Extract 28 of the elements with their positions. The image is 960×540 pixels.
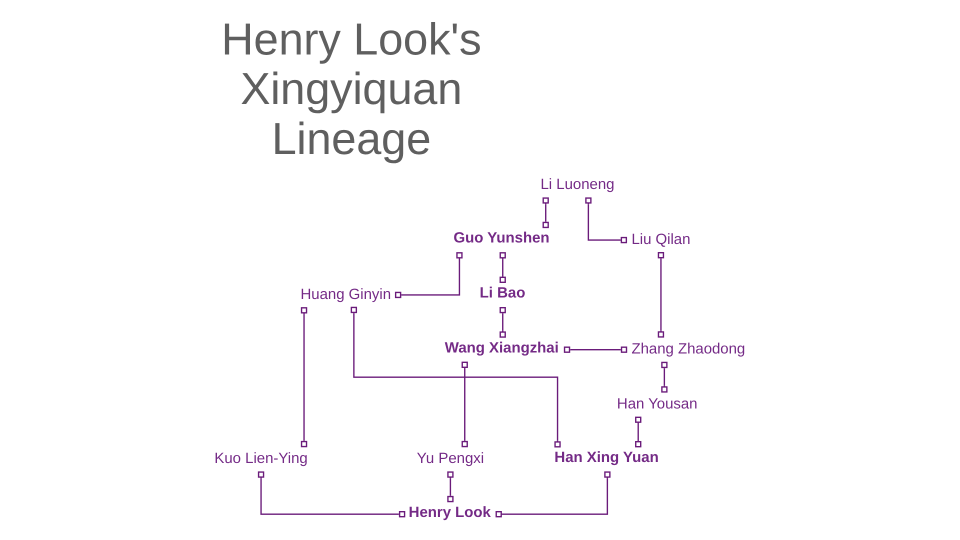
node-text: Liu Qilan: [631, 230, 690, 248]
node-text: Henry Look: [408, 504, 491, 521]
connector: [542, 197, 549, 228]
node-text: Huang Ginyin: [300, 286, 392, 303]
connector: [258, 471, 406, 518]
connector: [585, 197, 628, 244]
node-text: Zhang Zhaodong: [631, 340, 746, 358]
connector: [300, 307, 308, 448]
node-text: Han Yousan: [616, 395, 698, 412]
connector: [496, 471, 611, 518]
connector: [500, 252, 506, 283]
node-text: Guo Yunshen: [454, 230, 550, 247]
connector: [350, 306, 561, 448]
node-text: Wang Xiangzhai: [444, 339, 559, 356]
connector: [658, 252, 664, 338]
connector: [661, 362, 668, 393]
connector: [635, 416, 642, 448]
node-text: Li Luoneng: [540, 176, 614, 194]
diagram-title: Henry Look's Xingyiquan Lineage: [221, 13, 482, 164]
node-text: Yu Pengxi: [416, 450, 484, 468]
node-text: Kuo Lien-Ying: [214, 450, 308, 468]
connector: [564, 346, 628, 353]
node-text: Han Xing Yuan: [554, 448, 659, 466]
connector: [447, 471, 454, 502]
connector: [462, 362, 468, 448]
node-text: Li Bao: [480, 284, 526, 302]
connector: [500, 306, 506, 338]
connector: [394, 252, 463, 298]
